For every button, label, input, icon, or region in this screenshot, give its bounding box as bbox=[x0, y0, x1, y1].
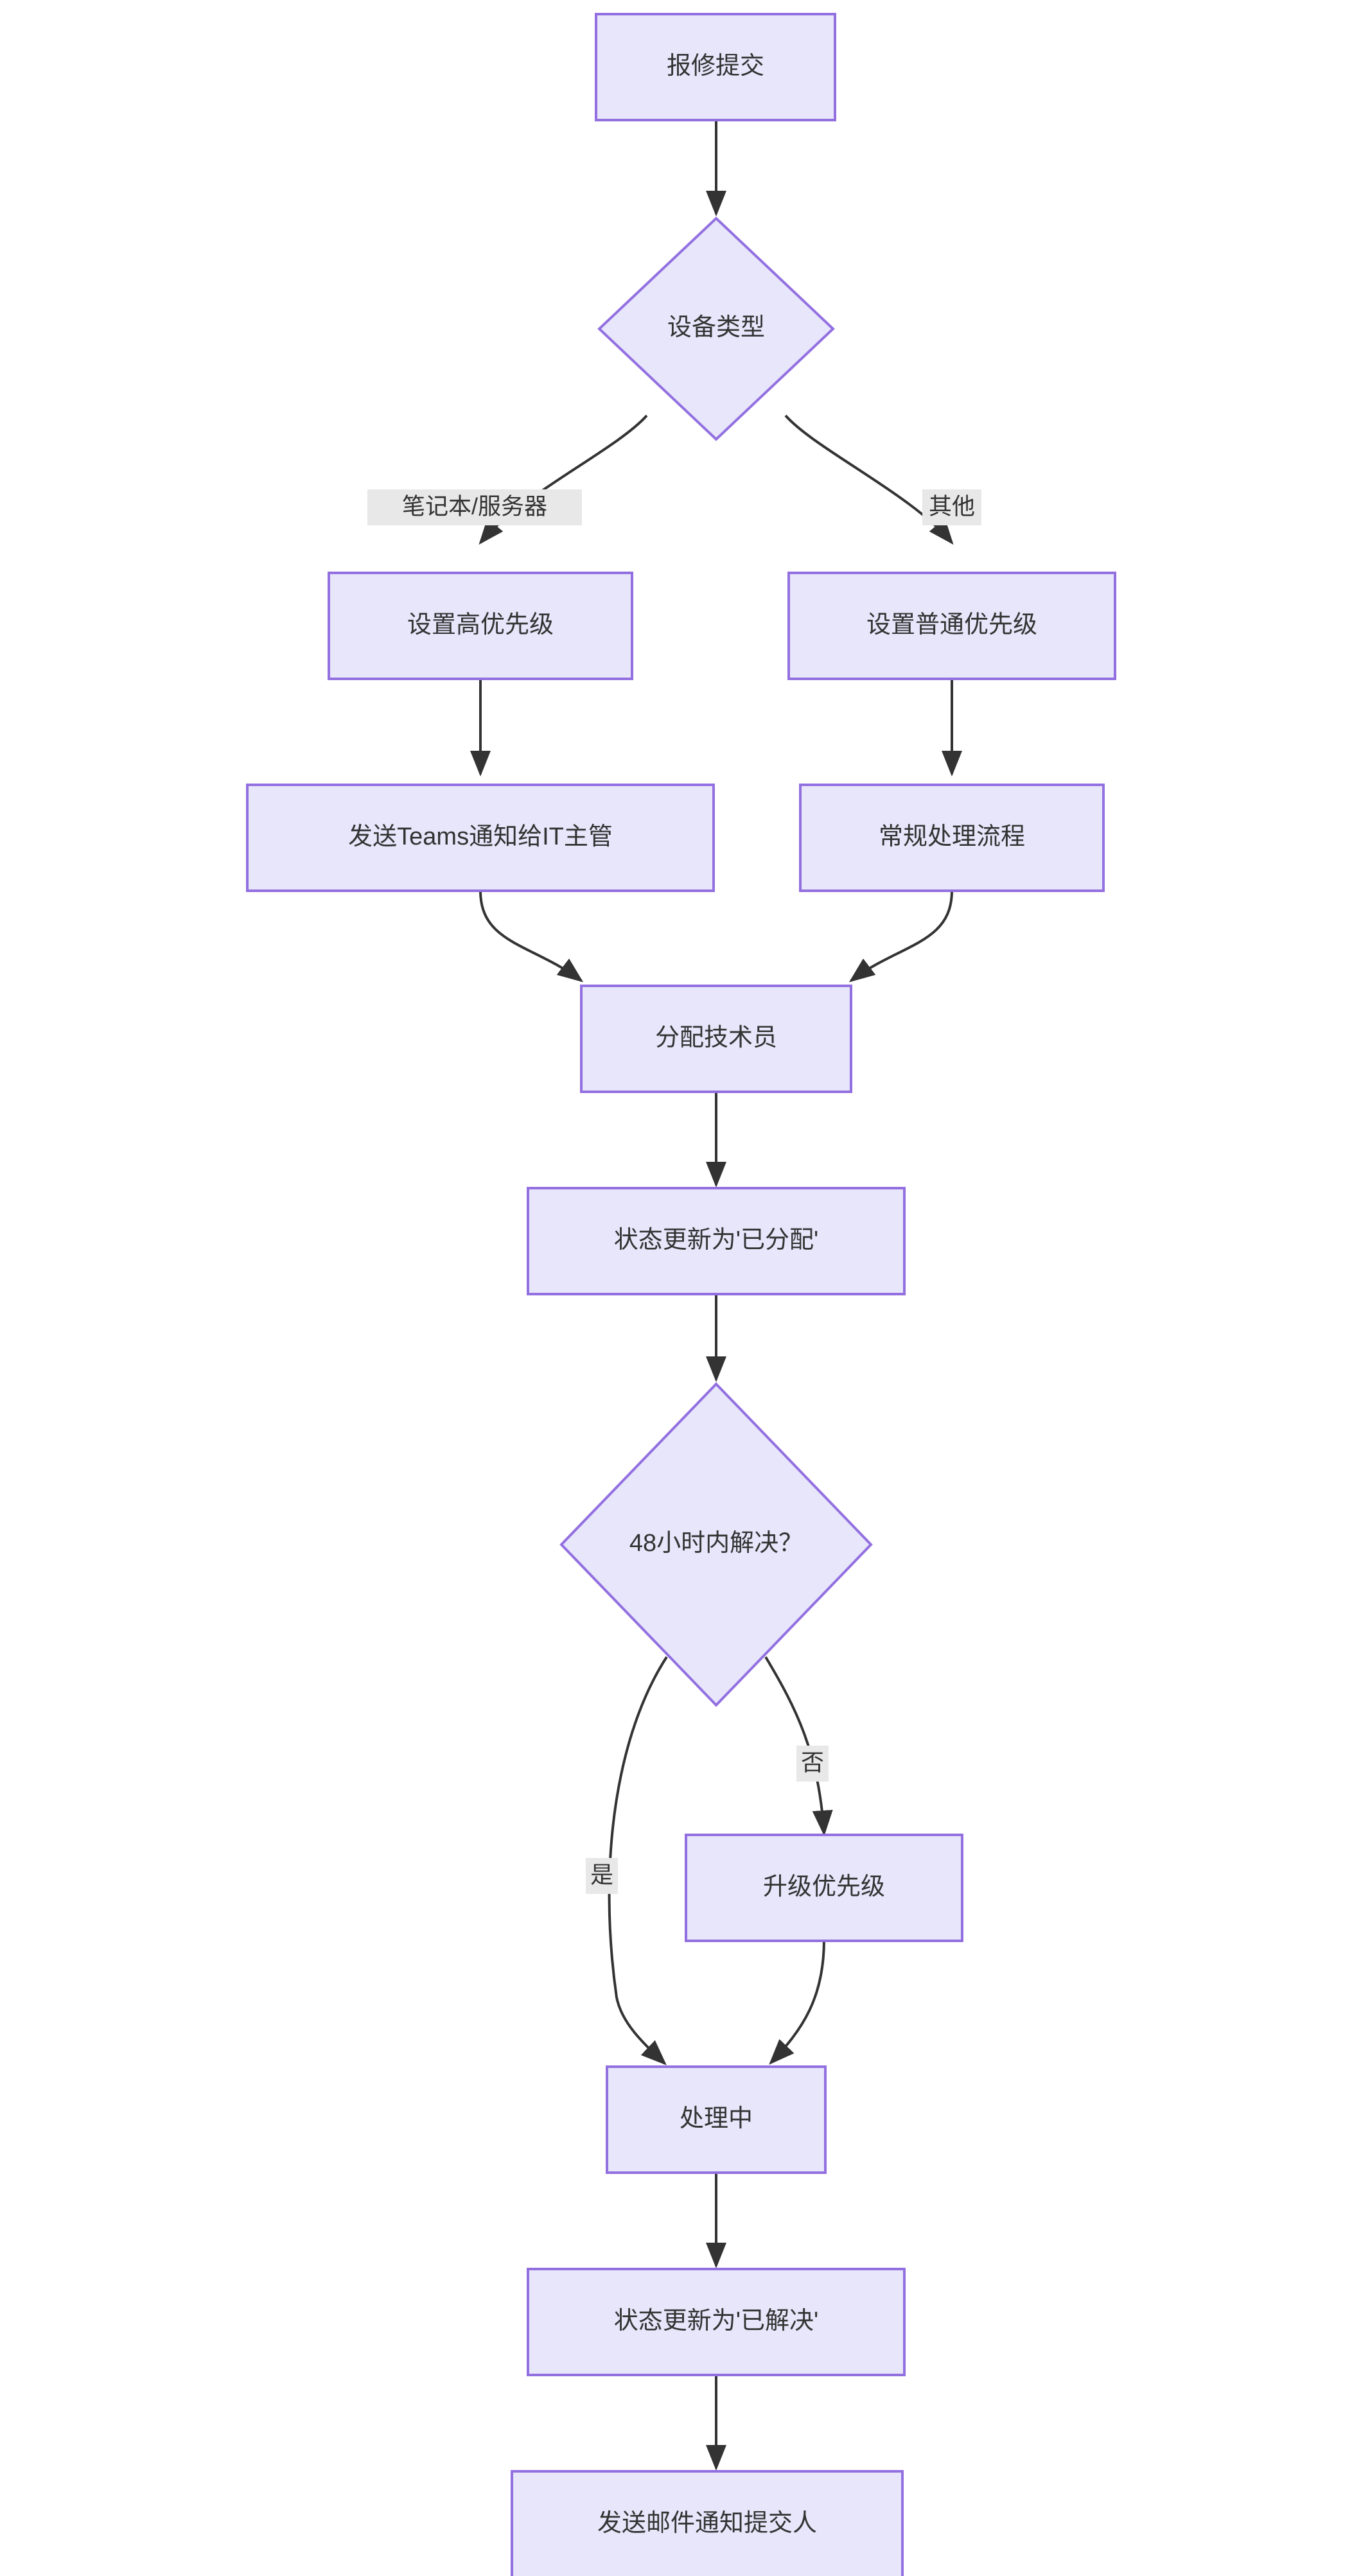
node-n7[interactable]: 分配技术员 bbox=[580, 985, 852, 1093]
edge-n9-n10 bbox=[764, 1656, 833, 1836]
edge-label-text: 否 bbox=[801, 1749, 824, 1776]
edge-n10-n11 bbox=[769, 1939, 825, 2065]
edge-n6-n7 bbox=[848, 890, 953, 983]
edge-label-text: 笔记本/服务器 bbox=[402, 493, 547, 520]
node-n13-label: 发送邮件通知提交人 bbox=[597, 2510, 817, 2537]
node-n1-label: 报修提交 bbox=[667, 53, 764, 80]
node-n4-shape[interactable] bbox=[787, 572, 1116, 680]
node-n11-label: 处理中 bbox=[680, 2105, 753, 2132]
node-n4-label: 设置普通优先级 bbox=[866, 611, 1037, 638]
node-n4[interactable]: 设置普通优先级 bbox=[787, 572, 1116, 680]
edge-n5-n7 bbox=[479, 890, 584, 983]
node-n3[interactable]: 设置高优先级 bbox=[328, 572, 633, 680]
edge-label-bg bbox=[796, 1746, 829, 1782]
node-n10[interactable]: 升级优先级 bbox=[685, 1834, 963, 1942]
node-n2[interactable]: 设备类型 bbox=[597, 216, 835, 441]
edge-label-notebook-server: 笔记本/服务器 bbox=[367, 489, 582, 525]
node-n7-label: 分配技术员 bbox=[655, 1024, 777, 1051]
edge-group bbox=[470, 120, 962, 2471]
edge-label-bg bbox=[922, 489, 981, 525]
node-n5-shape[interactable] bbox=[246, 784, 715, 892]
node-n12[interactable]: 状态更新为'已解决' bbox=[527, 2268, 906, 2376]
edge-n9-n11 bbox=[608, 1656, 668, 2065]
edge-label-text: 其他 bbox=[929, 493, 975, 520]
node-n10-label: 升级优先级 bbox=[763, 1873, 885, 1900]
node-n1[interactable]: 报修提交 bbox=[595, 13, 836, 121]
node-n9-label: 48小时内解决？ bbox=[629, 1530, 803, 1557]
edge-label-bg bbox=[586, 1858, 618, 1894]
node-n10-shape[interactable] bbox=[685, 1834, 963, 1942]
edge-label-other: 其他 bbox=[922, 489, 981, 525]
node-n6-label: 常规处理流程 bbox=[879, 823, 1025, 850]
node-n1-shape[interactable] bbox=[595, 13, 836, 121]
node-n6[interactable]: 常规处理流程 bbox=[799, 784, 1105, 892]
node-n13[interactable]: 发送邮件通知提交人 bbox=[511, 2470, 904, 2576]
node-n12-label: 状态更新为'已解决' bbox=[614, 2308, 819, 2335]
node-n12-shape[interactable] bbox=[527, 2268, 906, 2376]
edge-label-bg bbox=[367, 489, 582, 525]
node-n13-shape[interactable] bbox=[511, 2470, 904, 2576]
edge-label-no: 否 bbox=[796, 1746, 829, 1782]
node-n5[interactable]: 发送Teams通知给IT主管 bbox=[246, 784, 715, 892]
edge-label-text: 是 bbox=[590, 1862, 613, 1888]
node-n2-label: 设备类型 bbox=[667, 314, 765, 341]
node-n5-label: 发送Teams通知给IT主管 bbox=[348, 823, 613, 850]
node-n8[interactable]: 状态更新为'已分配' bbox=[527, 1187, 906, 1295]
node-n8-shape[interactable] bbox=[527, 1187, 906, 1295]
node-n3-shape[interactable] bbox=[328, 572, 633, 680]
node-n9[interactable]: 48小时内解决？ bbox=[559, 1382, 873, 1707]
node-n9-shape[interactable] bbox=[559, 1382, 873, 1707]
edge-label-yes: 是 bbox=[586, 1858, 618, 1894]
node-n11-shape[interactable] bbox=[606, 2065, 827, 2174]
node-n7-shape[interactable] bbox=[580, 985, 852, 1093]
node-n8-label: 状态更新为'已分配' bbox=[614, 1227, 819, 1254]
node-n2-shape[interactable] bbox=[597, 216, 835, 441]
node-n6-shape[interactable] bbox=[799, 784, 1105, 892]
node-n11[interactable]: 处理中 bbox=[606, 2065, 827, 2174]
node-n3-label: 设置高优先级 bbox=[407, 611, 554, 638]
